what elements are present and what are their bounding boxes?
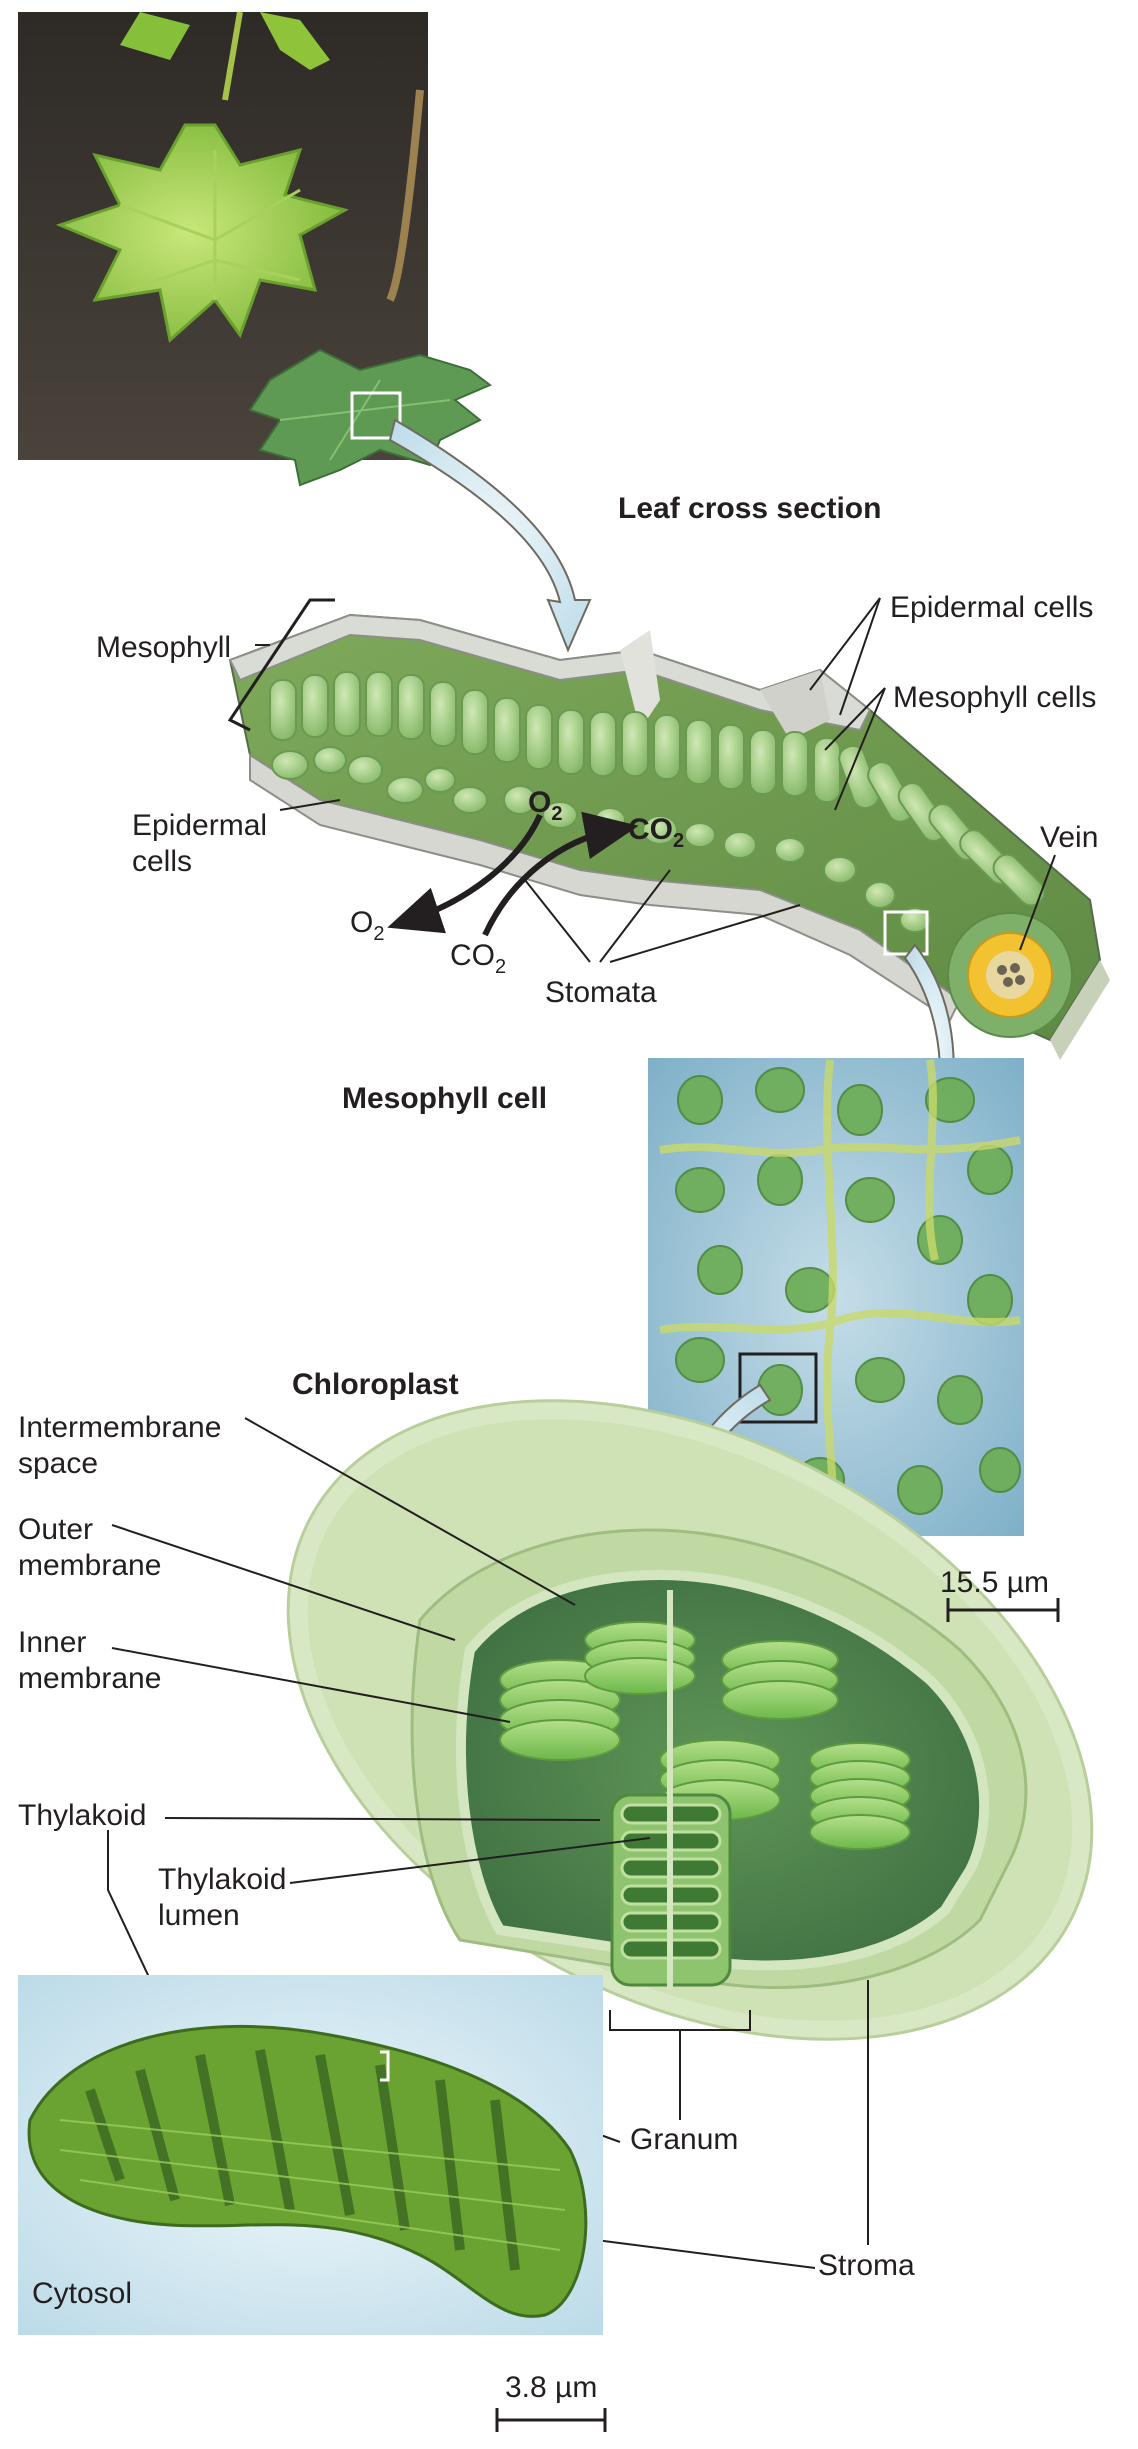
label-granum: Granum [630,2122,738,2158]
title-mesophyll-cell: Mesophyll cell [342,1082,547,1116]
label-co2-in: CO2 [628,812,684,851]
label-vein: Vein [1040,820,1098,856]
title-leaf-cross-section: Leaf cross section [618,492,881,526]
label-mesophyll-cells: Mesophyll cells [893,680,1096,716]
label-stomata: Stomata [545,975,657,1011]
label-co2-out: CO2 [450,938,506,977]
zoom-arrow-leaf [390,420,590,650]
label-inner-membrane: Inner membrane [18,1625,218,1697]
label-thylakoid-lumen: Thylakoid lumen [158,1862,318,1934]
vein-bundle [948,913,1072,1037]
label-epidermal-cells-left: Epidermal cells [132,808,302,880]
label-stroma: Stroma [818,2248,915,2284]
label-mesophyll: Mesophyll [96,630,231,666]
label-outer-membrane: Outer membrane [18,1512,218,1584]
scale-label-micrograph: 3.8 µm [505,2370,597,2406]
scale-label-mesophyll: 15.5 µm [940,1565,1049,1601]
scale-bar-micrograph [497,2408,605,2432]
label-epidermal-cells-right: Epidermal cells [890,590,1093,626]
label-intermembrane-space: Intermembrane space [18,1410,258,1482]
label-cytosol: Cytosol [32,2276,132,2312]
label-o2-out: O2 [350,905,384,944]
label-thylakoid: Thylakoid [18,1798,146,1834]
title-chloroplast: Chloroplast [292,1368,459,1402]
label-o2-in: O2 [528,785,562,824]
